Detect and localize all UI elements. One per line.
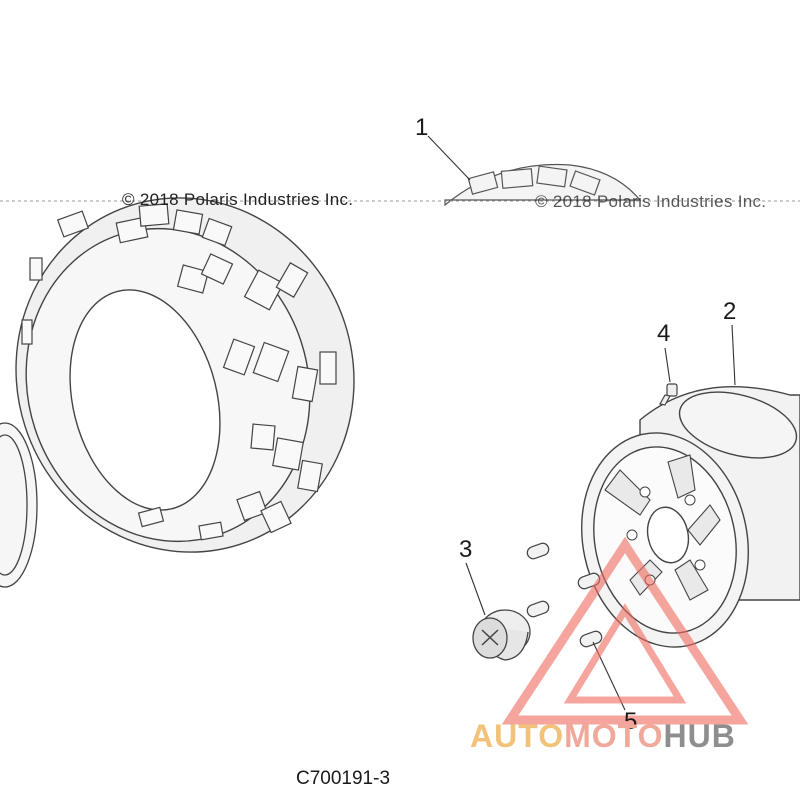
partial-rim-left [0, 422, 38, 588]
watermark-moto: MOTO [564, 718, 664, 754]
valve-stem [659, 383, 678, 406]
watermark-auto: AUTO [470, 718, 565, 754]
callout-3: 3 [459, 536, 473, 563]
background-tire [444, 163, 642, 207]
wheel-rim [581, 386, 800, 648]
callout-1: 1 [415, 114, 429, 141]
callout-2: 2 [723, 298, 737, 325]
watermark-hub: HUB [663, 718, 736, 754]
hub-cap [472, 609, 531, 661]
copyright-right: © 2018 Polaris Industries Inc. [535, 192, 767, 211]
callout-4: 4 [657, 320, 671, 347]
figure-number: C700191-3 [296, 768, 391, 789]
copyright-left: © 2018 Polaris Industries Inc. [122, 190, 354, 209]
watermark-logo [501, 536, 749, 725]
watermark-text: AUTOMOTOHUB [470, 718, 736, 755]
tire [15, 197, 355, 553]
callout-5: 5 [624, 708, 638, 735]
